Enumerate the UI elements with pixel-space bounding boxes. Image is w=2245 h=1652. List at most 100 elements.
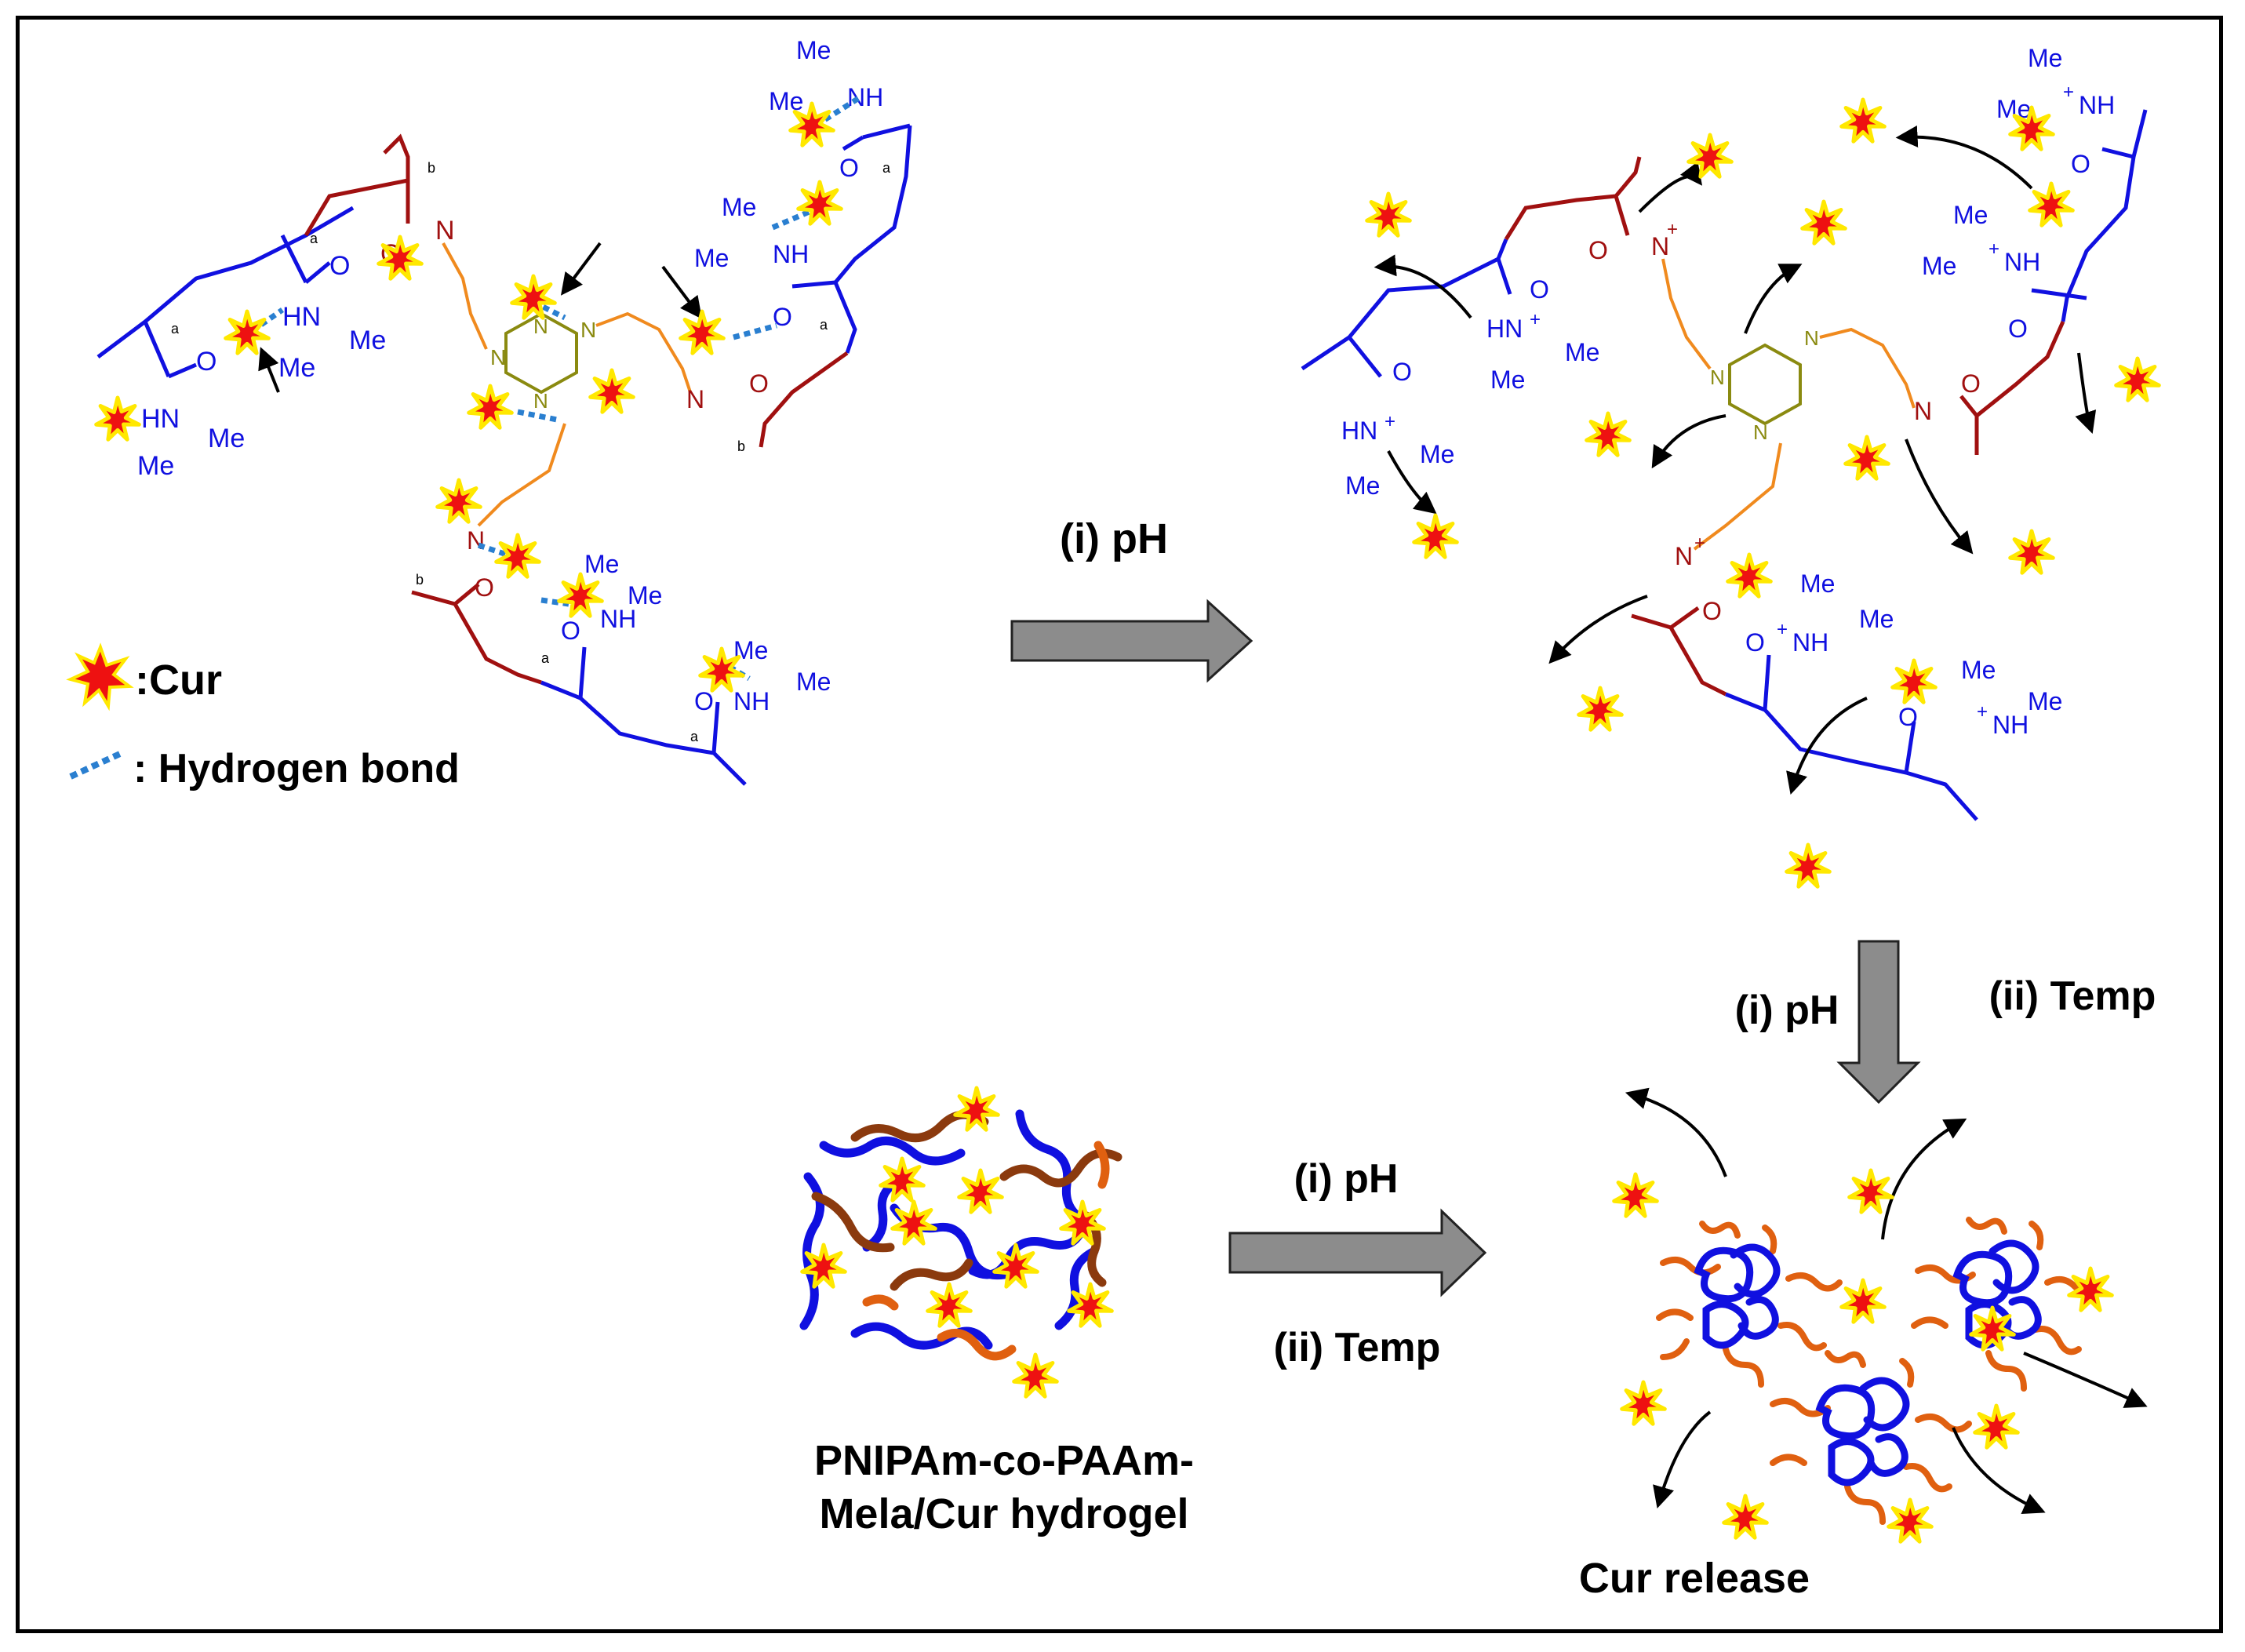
chem-plus: + — [1384, 411, 1395, 432]
curcumin-star-icon — [1577, 686, 1624, 732]
chem-n: N — [1914, 397, 1932, 425]
curcumin-star-icon — [1365, 191, 1412, 238]
curcumin-star-icon — [1785, 842, 1832, 889]
chem-nh: NH — [1792, 628, 1828, 657]
chem-me: Me — [694, 244, 729, 272]
chem-n: N — [1753, 420, 1768, 444]
curcumin-star-icon — [1585, 411, 1632, 457]
chem-me: Me — [1565, 338, 1599, 366]
curcumin-star-icon — [698, 646, 745, 693]
chem-subscript-a: a — [310, 231, 318, 246]
chem-me: Me — [1859, 605, 1894, 633]
chem-o: O — [773, 303, 792, 331]
melamine-ring — [1728, 343, 1802, 426]
curcumin-star-icon — [788, 101, 835, 147]
hydrogel-caption-line1: PNIPAm-co-PAAm- — [814, 1437, 1194, 1484]
chem-me: Me — [584, 550, 619, 578]
chem-subscript-a: a — [690, 729, 699, 744]
linker-chain — [1661, 258, 1712, 370]
chem-o: O — [2008, 315, 2028, 343]
curcumin-star-icon — [796, 180, 843, 226]
curcumin-star-icon — [66, 642, 134, 711]
curcumin-star-icon — [800, 1243, 847, 1289]
release-arrow-icon — [1625, 1087, 2148, 1514]
chem-o: O — [1530, 275, 1549, 304]
coil-cluster — [1911, 1217, 2101, 1392]
curcumin-star-icon — [2114, 356, 2161, 402]
coil-cluster — [1656, 1221, 1843, 1388]
curcumin-star-icon — [890, 1199, 937, 1246]
chem-nh: NH — [773, 240, 809, 268]
curcumin-star-icon — [1612, 1172, 1659, 1218]
hydrogen-bond-icon — [69, 750, 123, 780]
bottom-temp-label: (ii) Temp — [1274, 1325, 1441, 1370]
chem-n: N — [435, 216, 455, 246]
pointer-arrows — [258, 242, 703, 393]
release-caption: Cur release — [1579, 1555, 1810, 1602]
pnipam-chain — [1725, 692, 1978, 821]
chem-plus: + — [1777, 619, 1788, 640]
chem-hn: HN — [1486, 315, 1523, 343]
pnipam-chain — [540, 680, 747, 786]
curcumin-star-icon — [435, 478, 482, 524]
chem-plus: + — [1667, 219, 1678, 240]
process-arrow-icon — [1228, 1208, 1487, 1297]
process-arrow-icon — [1010, 599, 1253, 683]
chem-me: Me — [1922, 252, 1956, 280]
chem-subscript-b: b — [428, 160, 435, 176]
chem-plus: + — [1694, 533, 1705, 554]
chem-o: O — [839, 154, 859, 182]
chem-plus: + — [1530, 309, 1541, 330]
paam-chain — [1631, 613, 1727, 697]
curcumin-star-icon — [879, 1156, 926, 1203]
curcumin-star-icon — [1412, 513, 1459, 559]
chem-me: Me — [733, 636, 768, 664]
legend: :Cur : Hydrogen bond — [66, 642, 460, 791]
curcumin-star-icon — [1012, 1352, 1059, 1399]
coil-cluster — [1770, 1350, 1972, 1525]
chem-n: N — [490, 345, 506, 369]
paam-chain — [1504, 156, 1642, 241]
curcumin-star-icon — [1839, 1278, 1887, 1324]
curcumin-star-icon — [494, 533, 541, 579]
chem-me: Me — [1961, 656, 1996, 684]
curcumin-star-icon — [1847, 1168, 1894, 1214]
chem-me: Me — [208, 424, 245, 453]
curcumin-star-icon — [1059, 1199, 1106, 1246]
chem-hn: HN — [282, 302, 321, 332]
chem-o: O — [749, 369, 769, 398]
chem-o: O — [475, 573, 494, 602]
hydrogel-caption-line2: Mela/Cur hydrogel — [819, 1490, 1188, 1537]
chem-me: Me — [796, 36, 831, 64]
chem-subscript-a: a — [820, 317, 828, 333]
curcumin-star-icon — [467, 384, 514, 430]
curcumin-star-icon — [1620, 1380, 1667, 1426]
chem-me: Me — [2028, 687, 2062, 715]
hydrogel-caption: PNIPAm-co-PAAm- Mela/Cur hydrogel — [814, 1437, 1194, 1537]
chem-me: Me — [137, 451, 174, 481]
figure-frame — [16, 16, 2223, 1633]
chem-plus: + — [1977, 701, 1988, 722]
melamine-ring — [504, 311, 578, 395]
step-ph-label: (i) pH — [1060, 515, 1168, 562]
legend-cur-label: :Cur — [135, 657, 222, 704]
curcumin-star-icon — [510, 274, 557, 320]
chem-o: O — [1961, 369, 1981, 398]
chem-me: Me — [1420, 440, 1454, 468]
curcumin-star-icon — [1843, 435, 1890, 481]
chem-o: O — [694, 687, 714, 715]
pnipam-chain — [834, 125, 912, 284]
chem-me: Me — [1953, 201, 1988, 229]
curcumin-star-icon — [1800, 199, 1847, 246]
right-temp-label: (ii) Temp — [1989, 973, 2156, 1019]
legend-hbond-label: : Hydrogen bond — [133, 746, 460, 791]
curcumin-star-icon — [1887, 1497, 1934, 1544]
chem-me: Me — [796, 668, 831, 696]
curcumin-star-icon — [1067, 1282, 1114, 1328]
chem-me: Me — [1345, 471, 1380, 500]
chem-n: N — [1710, 366, 1725, 389]
curcumin-star-icon — [2008, 105, 2055, 151]
legend-hbond-row: : Hydrogen bond — [69, 746, 460, 791]
paam-chain — [411, 590, 542, 685]
